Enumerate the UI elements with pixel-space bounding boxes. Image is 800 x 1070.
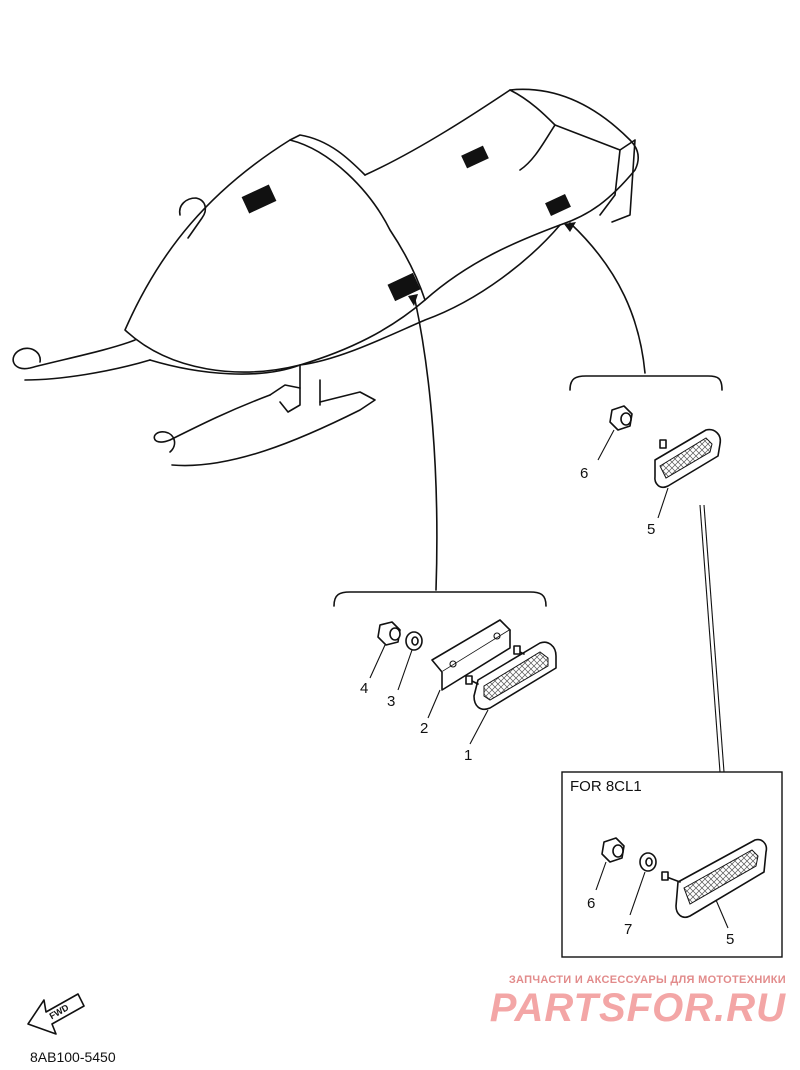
callout-5-inset: 5 — [726, 931, 734, 948]
callout-6: 6 — [580, 465, 588, 482]
snowmobile-body — [12, 88, 640, 467]
callout-4: 4 — [360, 680, 368, 697]
callout-6-inset: 6 — [587, 895, 595, 912]
parts-group-main — [369, 619, 557, 745]
callout-5: 5 — [647, 521, 655, 538]
callout-3: 3 — [387, 693, 395, 710]
diagram-code: 8AB100-5450 — [30, 1049, 116, 1065]
watermark: ЗАПЧАСТИ И АКСЕССУАРЫ ДЛЯ МОТОТЕХНИКИ PA… — [490, 974, 786, 1030]
inset-box — [561, 771, 783, 958]
parts-group-rear — [597, 405, 722, 519]
inset-title: FOR 8CL1 — [570, 778, 642, 795]
fwd-arrow-icon — [27, 993, 85, 1035]
watermark-tagline: ЗАПЧАСТИ И АКСЕССУАРЫ ДЛЯ МОТОТЕХНИКИ — [508, 974, 786, 986]
group-brackets — [333, 375, 723, 607]
callout-2: 2 — [420, 720, 428, 737]
callout-1: 1 — [464, 747, 472, 764]
leader-lines — [408, 222, 725, 773]
watermark-brand: PARTSFOR.RU — [489, 986, 786, 1030]
callout-7-inset: 7 — [624, 921, 632, 938]
